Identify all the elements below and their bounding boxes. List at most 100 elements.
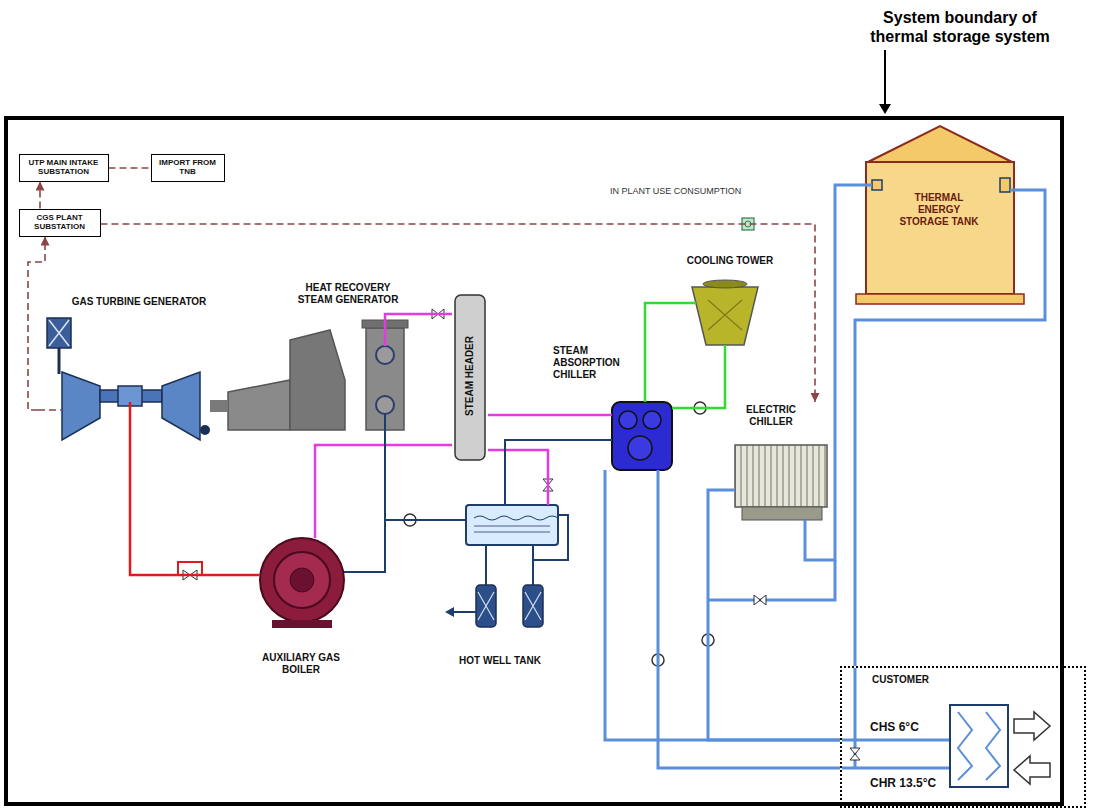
cooling-tower-symbol-part [692,287,758,345]
hot-well-symbol-part [486,545,533,585]
pipe-connector [708,490,840,740]
plant-frame [6,118,1062,804]
hot-well-symbol-part [478,592,541,620]
cooling-tower-symbol [682,280,758,414]
boiler-symbol-part [260,538,344,622]
pipe-connector [425,313,452,316]
hrsg-symbol-part [228,380,290,430]
electric-chiller-symbol-part [754,595,760,605]
substation-box: CGS PLANT SUBSTATION [19,209,101,237]
cooling-tower-symbol-part [708,300,742,330]
boiler-symbol-part [290,568,314,592]
storage-tank: THERMAL ENERGY STORAGE TANK [850,122,1028,310]
absorption-chiller-symbol-part [553,414,612,417]
boiler-symbol-part [314,530,317,538]
hot-well-symbol-part [452,611,476,613]
boundary-outline-shape [548,118,1090,655]
hot-well-symbol-part [425,500,505,520]
pipe-connector [605,473,840,740]
electric-chiller: ELECTRIC CHILLER [728,402,832,524]
gas-turbine-symbol-part [162,372,200,440]
node-label: STEAM ABSORPTION CHILLER [553,345,623,381]
pipe-connector [488,414,553,417]
absorption-chiller-symbol-part [619,411,637,429]
storage-tank-symbol-part [868,126,1012,162]
absorption-chiller-symbol-part [605,470,658,473]
node-label: System boundary of thermal storage syste… [860,8,1060,46]
heat-exchanger-symbol-part [850,748,860,754]
gas-turbine-symbol-part [47,318,71,348]
absorption-chiller-symbol-part [645,343,678,408]
gas-turbine-symbol-part [129,402,132,446]
heat-exchanger-symbol-part [1014,756,1050,784]
storage-tank-symbol [850,126,1028,304]
boundary-pointer-arrow [879,50,891,114]
node-label: UTP MAIN INTAKE SUBSTATION [20,155,108,180]
pipe-connector [28,237,45,411]
heat-exchanger-symbol-part [986,712,1000,780]
hrsg-symbol-part [290,330,345,430]
steam-header-symbol-part [455,295,485,460]
storage-tank-symbol-part [1000,178,1010,192]
hrsg-symbol [228,314,425,430]
storage-tank-symbol-part [872,180,882,190]
node-label: THERMAL ENERGY STORAGE TANK [896,192,982,228]
return-temperature-holder: CHR 13.5°C [870,776,936,790]
pipe-connector [678,350,725,408]
steam-header: STEAM HEADER [452,292,488,462]
boiler-symbol-part [272,620,332,628]
absorption-chiller: STEAM ABSORPTION CHILLER [553,343,678,473]
node-label: ELECTRIC CHILLER [736,404,806,428]
pipe-connector [109,167,151,169]
storage-tank-symbol-part [850,185,1028,190]
pipe-connector [357,520,425,572]
pipe-connector [385,430,425,520]
gas-turbine-symbol-part [38,409,62,411]
heat-recovery-generator: HEAT RECOVERY STEAM GENERATOR [228,280,425,430]
hrsg-symbol-part [384,414,386,430]
pipe-connector [488,450,548,500]
pipe-connector [210,400,228,412]
consumption-label: IN PLANT USE CONSUMPTION [610,186,741,197]
heat-exchanger-symbol [842,668,1050,787]
hrsg-symbol-part [385,314,425,346]
heat-exchanger-symbol-part [958,712,972,780]
electric-chiller-symbol-part [708,560,835,600]
boiler-symbol-part [274,552,330,608]
pipe-connector [315,445,452,530]
boiler-symbol-part [344,571,357,573]
node-label: HEAT RECOVERY STEAM GENERATOR [293,282,403,306]
pipe-connector [39,182,41,209]
node-label: IMPORT FROM TNB [152,155,224,180]
pipe-connector [101,224,816,402]
heat-exchanger-symbol-part [850,754,860,760]
node-label: CGS PLANT SUBSTATION [20,210,100,235]
pipe-connector [855,190,1045,666]
hot-well-symbol-part [466,505,558,545]
electric-chiller-symbol-part [760,595,766,605]
boundary-outline [548,118,1090,655]
node-label: CUSTOMER [872,674,992,686]
gas-turbine-symbol-part [200,425,210,435]
supply-temperature: CHS 6°C [870,720,919,734]
hot-well-symbol-part [547,500,550,505]
absorption-chiller-symbol-part [643,411,661,429]
node-label: COOLING TOWER [682,255,778,267]
gas-boiler: AUXILIARY GAS BOILER [245,530,357,690]
substation-box: UTP MAIN INTAKE SUBSTATION [19,154,109,182]
pipe-connector [658,473,840,768]
boiler-symbol [245,530,357,628]
node-label: STEAM HEADER [464,296,476,456]
electric-chiller-symbol-part [728,490,805,524]
hot-well-symbol-part [474,526,550,532]
hrsg-symbol-part [376,346,394,364]
steam-header-symbol [432,295,485,460]
absorption-chiller-symbol-part [553,439,612,441]
storage-tank-symbol-part [866,162,1014,294]
system-boundary: System boundary of thermal storage syste… [548,118,1090,655]
electric-chiller-symbol [652,445,835,666]
absorption-chiller-symbol-part [628,436,652,460]
